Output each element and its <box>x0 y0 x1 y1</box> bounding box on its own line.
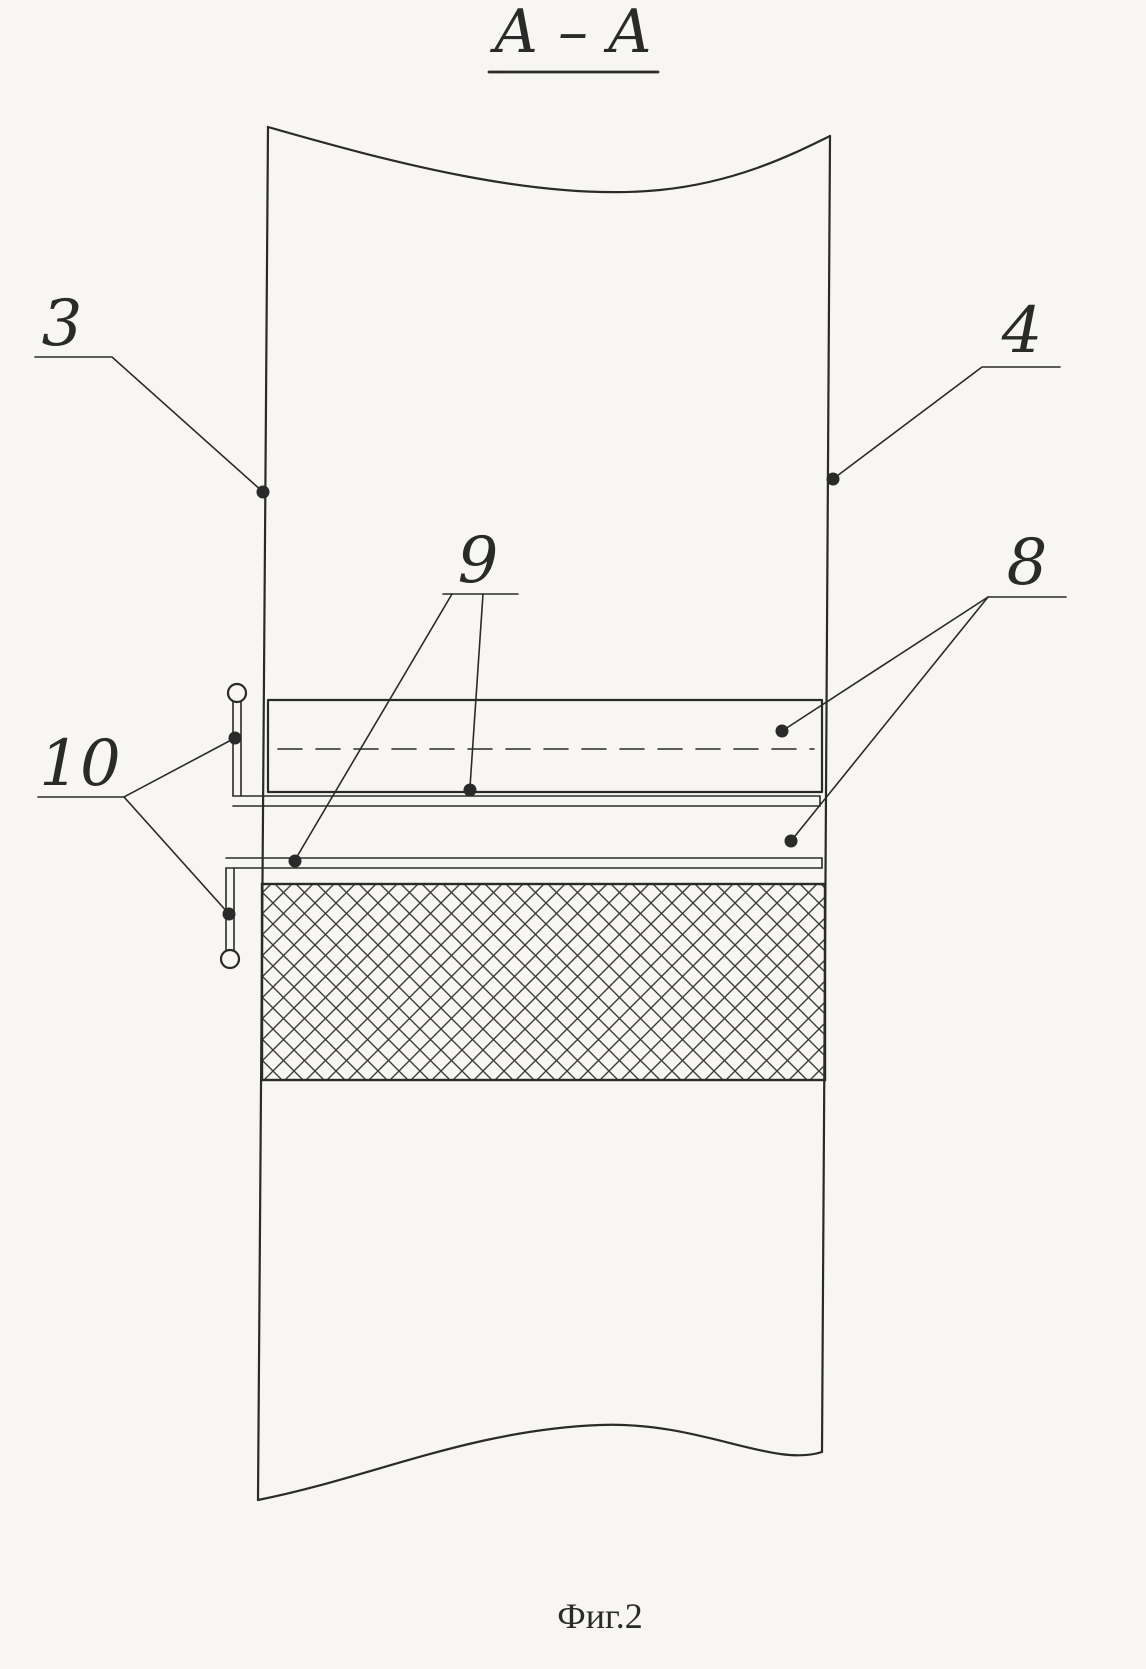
leader-ref10: 10 <box>37 727 242 921</box>
leader-ref3-line <box>34 356 264 493</box>
pin-lower-ring <box>219 948 241 970</box>
column-bottom-break-edge <box>256 1423 824 1502</box>
leader-ref10-dot-a <box>228 731 242 745</box>
pin-upper <box>226 682 248 797</box>
thin-strip-lower <box>225 857 823 869</box>
ref4-label: 4 <box>1001 294 1043 368</box>
column-top-break-edge <box>266 125 832 194</box>
column-right-edge <box>820 134 832 1454</box>
leader-ref4-dot <box>826 472 840 486</box>
leader-ref8-dot-a <box>775 724 789 738</box>
leader-ref9-line-a <box>294 593 453 861</box>
leader-ref8-line-a <box>781 596 989 732</box>
ref10-label: 10 <box>39 727 120 801</box>
leader-ref9-dot-b <box>463 783 477 797</box>
leader-ref8-dot-b <box>784 834 798 848</box>
leader-ref10-line-a <box>123 737 236 798</box>
ref9-label: 9 <box>458 524 499 598</box>
section-title-text: А – А <box>489 0 652 67</box>
pin-lower <box>219 867 241 970</box>
ref8-label: 8 <box>1007 526 1048 600</box>
leader-ref8-line-b <box>790 596 989 842</box>
ref3-label: 3 <box>42 287 83 361</box>
leader-ref9: 9 <box>288 524 519 868</box>
leader-ref9-dot-a <box>288 854 302 868</box>
thin-strip-upper <box>232 795 821 807</box>
leader-ref4: 4 <box>826 294 1061 486</box>
leader-ref3-dot <box>256 485 270 499</box>
column-left-edge <box>256 125 270 1502</box>
leader-ref3: 3 <box>34 287 270 499</box>
leader-ref10-dot-b <box>222 907 236 921</box>
packing-hatched-block <box>260 882 827 1082</box>
pin-upper-ring <box>226 682 248 704</box>
leader-ref4-line <box>832 366 1061 480</box>
column-outline <box>256 125 832 1502</box>
leader-ref9-line-b <box>469 593 484 788</box>
section-title: А – А <box>487 0 660 74</box>
upper-plate-body <box>266 698 824 794</box>
figure-caption: Фиг.2 <box>557 1596 642 1636</box>
leader-ref8: 8 <box>775 526 1067 848</box>
upper-plate <box>266 698 824 794</box>
leader-ref10-line-b <box>123 796 230 915</box>
